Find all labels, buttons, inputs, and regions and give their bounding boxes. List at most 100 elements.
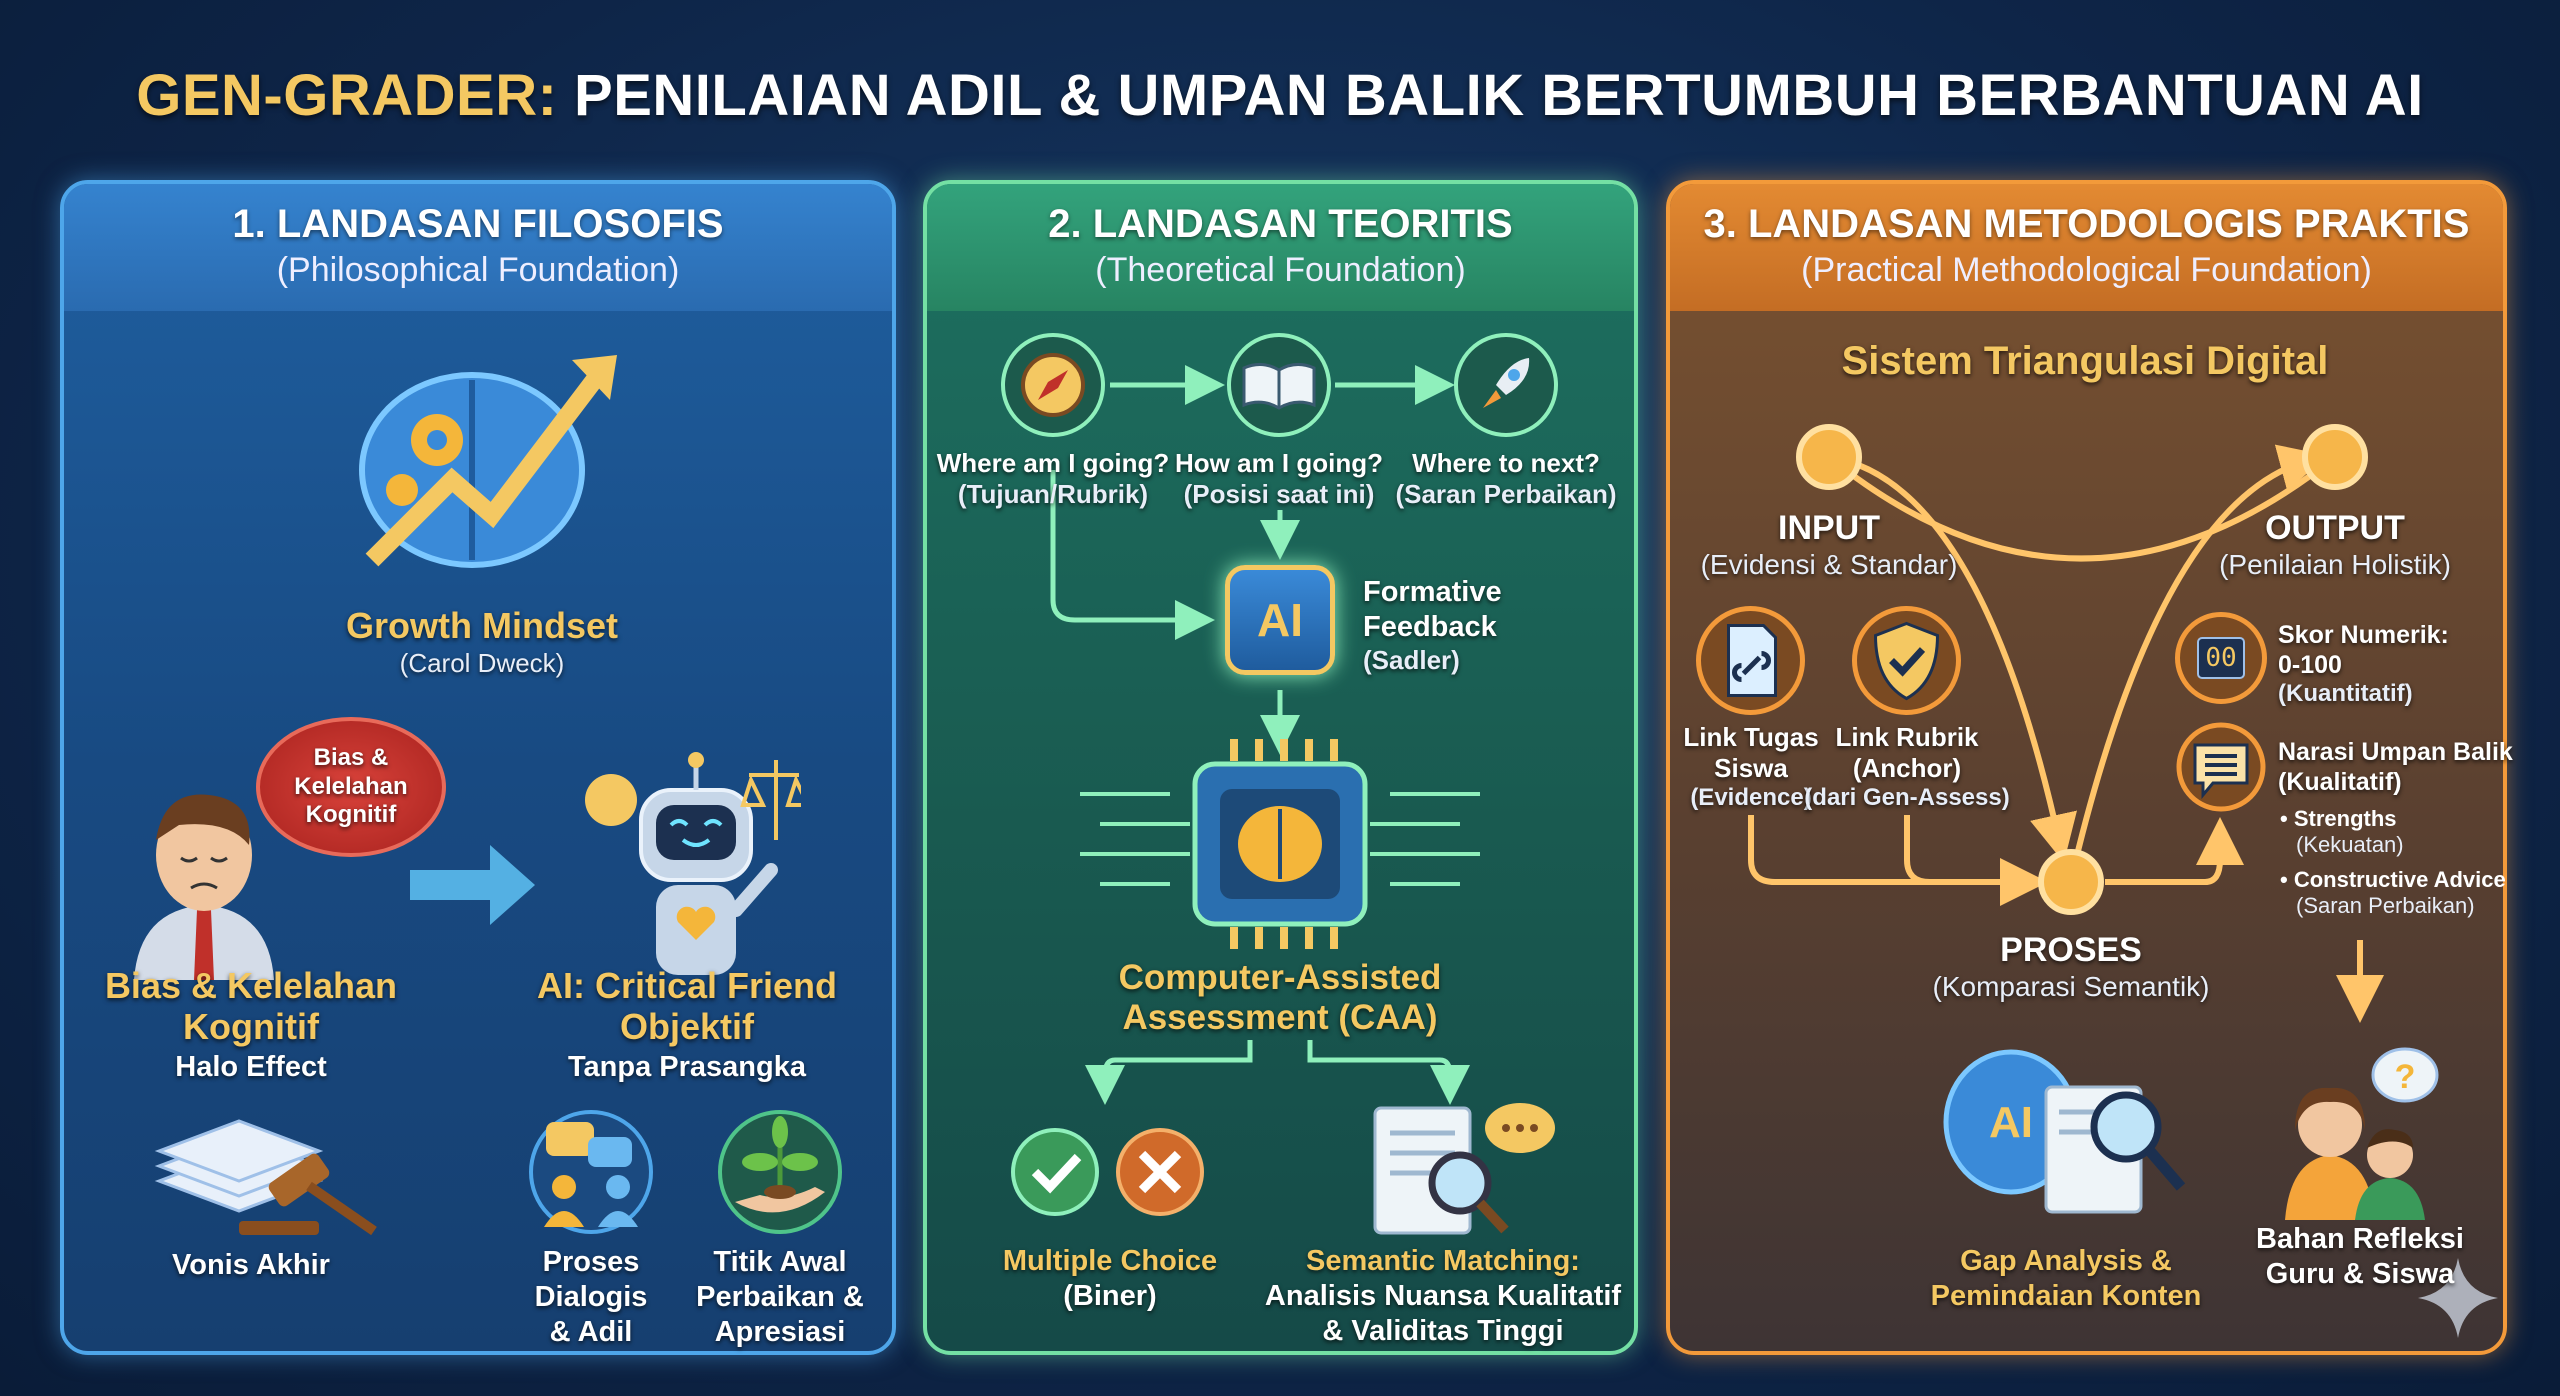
chat-list-icon — [2176, 722, 2266, 812]
processor-brain-icon — [1080, 739, 1480, 949]
label-line: Link Rubrik — [1835, 722, 1979, 752]
tanpa-prasangka-label: Tanpa Prasangka — [567, 1051, 807, 1083]
label-line: Bahan Refleksi — [2256, 1223, 2464, 1255]
question-text: Where to next? — [1412, 448, 1600, 478]
ai-robot-icon — [585, 752, 801, 975]
rocket-icon — [1454, 333, 1558, 437]
input-title: INPUT — [1778, 509, 1880, 547]
label-line: Perbaikan & — [696, 1280, 864, 1313]
panel-heading: 1. LANDASAN FILOSOFIS — [232, 202, 724, 246]
thought-bubble: Bias & Kelelahan Kognitif — [256, 717, 446, 857]
bullet-sub: (Saran Perbaikan) — [2296, 893, 2475, 919]
label-line: Analisis Nuansa Kualitatif — [1264, 1279, 1622, 1312]
label-line: Siswa — [1714, 753, 1788, 784]
label-line: & Validitas Tinggi — [1322, 1314, 1564, 1347]
title-main: PENILAIAN ADIL & UMPAN BALIK BERTUMBUH B… — [574, 63, 2424, 128]
title-line: Assessment (CAA) — [1122, 998, 1438, 1038]
label-line: Link Tugas — [1683, 722, 1819, 752]
bubble-line: Bias & — [313, 743, 389, 771]
growth-mindset-title: Growth Mindset — [346, 605, 618, 646]
link-document-icon — [1696, 606, 1805, 715]
output-title: OUTPUT — [2265, 509, 2405, 547]
bubble-line: Kelelahan — [294, 772, 408, 800]
label-line: (Anchor) — [1852, 753, 1962, 784]
label-line: Titik Awal — [713, 1246, 847, 1278]
label-line: Dialogis — [534, 1280, 648, 1313]
open-book-icon — [1227, 333, 1331, 437]
process-node — [2038, 849, 2104, 915]
question-answer: (Saran Perbaikan) — [1395, 479, 1617, 510]
label-line: & Adil — [549, 1315, 633, 1348]
gap-ai-text: AI — [1989, 1098, 2033, 1147]
shield-check-icon — [1852, 606, 1961, 715]
link-rubric-label: Link Rubrik(Anchor)(dari Gen-Assess) — [1804, 722, 2009, 813]
label-line: Feedback — [1363, 610, 1497, 643]
panel-subheading: (Practical Methodological Foundation) — [1801, 251, 2372, 289]
process-title: PROSES — [2000, 931, 2142, 969]
tired-teacher-icon — [134, 794, 274, 980]
label-line: Formative — [1363, 576, 1502, 608]
bullet-sub: (Kekuatan) — [2296, 832, 2404, 858]
ai-gap-analysis-icon: AI — [1943, 1049, 2186, 1214]
narrative-label: Narasi Umpan Balik(Kualitatif) — [2278, 737, 2513, 797]
bullet-title: Strengths — [2293, 806, 2397, 831]
multiple-choice-label: Multiple Choice(Biner) — [1003, 1244, 1217, 1314]
label-line: (dari Gen-Assess) — [1804, 784, 2010, 812]
semantic-matching-label: Semantic Matching:Analisis Nuansa Kualit… — [1265, 1244, 1621, 1348]
plant-hand-icon — [718, 1110, 842, 1234]
label-line: (Kuantitatif) — [2278, 680, 2413, 707]
question-how-going: How am I going?(Posisi saat ini) — [1175, 448, 1383, 510]
label-line: (Biner) — [1063, 1279, 1157, 1312]
bubble-line: Kognitif — [305, 801, 397, 829]
svg-text:?: ? — [2395, 1058, 2416, 1096]
score-display: 00 — [2197, 637, 2245, 679]
triangulation-nodes — [1796, 424, 2368, 915]
check-cross-icon — [1011, 1128, 1204, 1216]
title-line: AI: Critical Friend — [536, 965, 838, 1006]
gap-analysis-label: Gap Analysis &Pemindaian Konten — [1931, 1244, 2202, 1314]
ai-chip-icon: AI — [1225, 565, 1335, 675]
label-line: Gap Analysis & — [1960, 1245, 2172, 1277]
output-subtitle: (Penilaian Holistik) — [2219, 549, 2451, 580]
title-line: Objektif — [619, 1006, 755, 1048]
input-node — [1796, 424, 1862, 490]
label-line: (Sadler) — [1363, 644, 1460, 675]
label-line: Semantic Matching: — [1306, 1245, 1580, 1277]
compass-icon — [1001, 333, 1105, 437]
bullet-item: • Strengths — [2280, 806, 2397, 831]
label-line: Pemindaian Konten — [1930, 1279, 2202, 1312]
process-subtitle: (Komparasi Semantik) — [1932, 971, 2210, 1002]
score-label: Skor Numerik:0-100(Kuantitatif) — [2278, 620, 2449, 709]
growth-mindset-author: (Carol Dweck) — [399, 648, 565, 678]
feedback-bullets: • Strengths (Kekuatan) • Constructive Ad… — [2280, 806, 2506, 920]
question-where-going: Where am I going?(Tujuan/Rubrik) — [937, 448, 1170, 510]
transition-arrow — [410, 845, 535, 925]
label-line: (Evidence) — [1690, 784, 1812, 812]
label-line: Skor Numerik: — [2278, 621, 2449, 649]
panel-header: 2. LANDASAN TEORITIS (Theoretical Founda… — [927, 184, 1634, 311]
input-subtitle: (Evidensi & Standar) — [1700, 549, 1958, 580]
title-line: Kognitif — [183, 1006, 319, 1048]
growth-brain-icon — [359, 355, 617, 568]
question-answer: (Posisi saat ini) — [1183, 479, 1375, 510]
question-text: Where am I going? — [936, 448, 1170, 478]
bullet-title: Constructive Advice — [2293, 866, 2506, 892]
label-line: Narasi Umpan Balik — [2278, 738, 2513, 766]
panel-subheading: (Theoretical Foundation) — [1095, 251, 1466, 289]
label-line: Proses — [542, 1246, 640, 1278]
panel-subheading: (Philosophical Foundation) — [276, 251, 680, 289]
teacher-student-icon: ? — [2285, 1047, 2439, 1220]
panel-header: 1. LANDASAN FILOSOFIS (Philosophical Fou… — [64, 184, 892, 311]
title-prefix: GEN-GRADER: — [136, 63, 558, 128]
system-title: Sistem Triangulasi Digital — [1841, 339, 2329, 383]
scoreboard-icon: 00 — [2175, 612, 2267, 704]
sparkle-icon — [2418, 1258, 2498, 1338]
